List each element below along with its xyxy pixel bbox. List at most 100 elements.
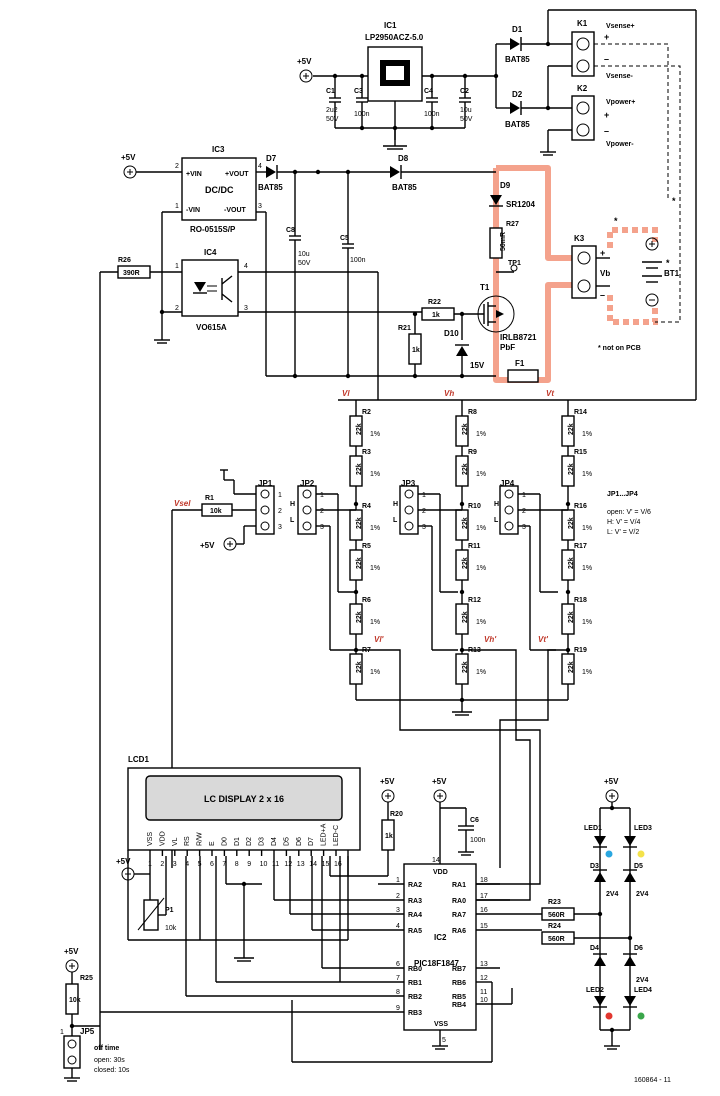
divider-value: 22k	[356, 661, 363, 673]
lcd-pin-name: E	[209, 841, 216, 846]
ic2-pin-right: RB6	[452, 980, 466, 987]
svg-text:R21: R21	[398, 325, 411, 332]
lcd-pin-name: D5	[283, 837, 290, 846]
divider-ref: R18	[574, 597, 587, 604]
svg-text:VO615A: VO615A	[196, 323, 227, 332]
lcd-pin-number: 12	[284, 861, 292, 868]
divider-tolerance: 1%	[582, 619, 592, 626]
divider-value: 22k	[462, 557, 469, 569]
divider-tolerance: 1%	[370, 525, 380, 532]
ic2-pin-left-number: 7	[396, 975, 400, 982]
jumper-pin-number: 3	[320, 524, 324, 531]
svg-text:IC4: IC4	[204, 248, 217, 257]
jumper-pin-number: 2	[522, 508, 526, 515]
svg-text:2V4: 2V4	[606, 891, 619, 898]
divider-value: 22k	[568, 463, 575, 475]
divider-tolerance: 1%	[476, 525, 486, 532]
svg-text:Vt: Vt	[546, 389, 554, 398]
lcd-pin-number: 13	[297, 861, 305, 868]
svg-text:50V: 50V	[460, 116, 473, 123]
svg-text:Vh: Vh	[444, 389, 454, 398]
ic2-pin-left: RB1	[408, 980, 422, 987]
divider-ref: R16	[574, 503, 587, 510]
svg-text:Vl': Vl'	[374, 635, 385, 644]
ic2-pin-right-number: 15	[480, 923, 488, 930]
svg-text:Vsense-: Vsense-	[606, 73, 634, 80]
jumper-pin-number: 1	[278, 492, 282, 499]
ic2-pin-left: RA2	[408, 882, 422, 889]
svg-text:K3: K3	[574, 234, 585, 243]
svg-text:3: 3	[258, 203, 262, 210]
svg-text:1k: 1k	[385, 833, 393, 840]
svg-text:D3: D3	[590, 863, 599, 870]
ic2-pin-left-number: 4	[396, 923, 400, 930]
svg-text:Vt': Vt'	[538, 635, 549, 644]
divider-ref: R14	[574, 409, 587, 416]
svg-text:L: L	[494, 517, 499, 524]
lcd-pin-number: 9	[247, 861, 251, 868]
svg-text:D8: D8	[398, 154, 409, 163]
svg-text:LED2: LED2	[586, 987, 604, 994]
divider-ref: R2	[362, 409, 371, 416]
vplus-label: +5V	[297, 57, 312, 66]
svg-text:JP2: JP2	[300, 479, 315, 488]
divider-value: 22k	[568, 661, 575, 673]
jumper-pin-number: 1	[320, 492, 324, 499]
lcd-pin-number: 8	[235, 861, 239, 868]
divider-tolerance: 1%	[582, 565, 592, 572]
svg-text:JP1...JP4: JP1...JP4	[607, 491, 638, 498]
svg-text:VDD: VDD	[433, 869, 448, 876]
svg-text:10k: 10k	[69, 997, 81, 1004]
divider-ref: R6	[362, 597, 371, 604]
divider-ref: R11	[468, 543, 481, 550]
ic2-pin-right-number: 12	[480, 975, 488, 982]
divider-tolerance: 1%	[582, 525, 592, 532]
lcd-pin-name: D3	[259, 837, 266, 846]
ic2-pin-left: RB0	[408, 966, 422, 973]
svg-text:K1: K1	[577, 19, 588, 28]
ic2-pin-left: RA4	[408, 912, 422, 919]
svg-text:+5V: +5V	[116, 857, 131, 866]
svg-text:100n: 100n	[354, 111, 370, 118]
svg-text:JP1: JP1	[258, 479, 273, 488]
svg-text:560R: 560R	[548, 936, 565, 943]
svg-text:Vh': Vh'	[484, 635, 497, 644]
divider-value: 22k	[356, 463, 363, 475]
divider-ref: R15	[574, 449, 587, 456]
ic2-pin-left-number: 9	[396, 1005, 400, 1012]
svg-text:2V4: 2V4	[636, 977, 649, 984]
svg-text:C2: C2	[460, 88, 469, 95]
svg-text:open: V' = V/6: open: V' = V/6	[607, 509, 651, 516]
svg-text:10u: 10u	[460, 107, 472, 114]
ic2-pin-right-number: 13	[480, 961, 488, 968]
jumpers: JP1 JP2 JP3 JP4 H L H L H L Vsel 10k R1 …	[171, 469, 651, 901]
divider-tolerance: 1%	[582, 669, 592, 676]
ic2-pin-left-number: 6	[396, 961, 400, 968]
svg-text:JP4: JP4	[500, 479, 515, 488]
jumper-pin-number: 2	[422, 508, 426, 515]
svg-text:*: *	[666, 258, 670, 268]
svg-text:3: 3	[244, 305, 248, 312]
svg-text:2V4: 2V4	[636, 891, 649, 898]
divider-value: 22k	[568, 517, 575, 529]
divider-ref: R10	[468, 503, 481, 510]
divider-tolerance: 1%	[476, 471, 486, 478]
power-stage: D9 SR1204 R27 50mR TP1 T1 IRLB8721 PbF 1…	[398, 181, 539, 383]
diagram-id: 160864 - 11	[634, 1077, 671, 1084]
led3-dot	[637, 850, 645, 858]
lcd-pin-name: D4	[271, 837, 278, 846]
svg-text:LED4: LED4	[634, 987, 652, 994]
svg-text:+5V: +5V	[121, 153, 136, 162]
svg-text:2u2: 2u2	[326, 107, 338, 114]
lcd-pin-name: D1	[234, 837, 241, 846]
svg-text:C4: C4	[424, 88, 433, 95]
svg-text:Vpower+: Vpower+	[606, 99, 635, 106]
ic2-pin-left: RA5	[408, 928, 422, 935]
svg-text:10u: 10u	[298, 251, 310, 258]
svg-text:BT1: BT1	[664, 269, 680, 278]
diodes-d1-d2: D1 BAT85 D2 BAT85	[493, 25, 572, 129]
svg-text:D5: D5	[634, 863, 643, 870]
divider-value: 22k	[568, 611, 575, 623]
svg-text:IC3: IC3	[212, 145, 225, 154]
